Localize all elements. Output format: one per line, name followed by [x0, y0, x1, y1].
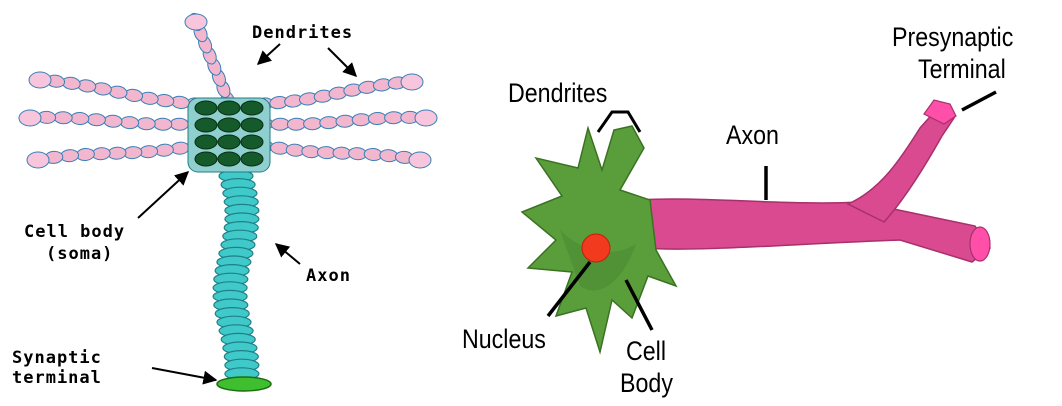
soma-unit	[241, 152, 263, 166]
dendrite-bead	[154, 118, 172, 131]
dendrite-bead	[287, 118, 305, 131]
soma-unit	[195, 135, 217, 149]
dendrite-bead	[71, 112, 89, 125]
left-axon	[213, 170, 259, 380]
left-label-synaptic-2: terminal	[12, 370, 102, 387]
dendrite-tip	[415, 110, 437, 126]
soma-unit	[218, 118, 240, 132]
left-synaptic-terminal	[217, 377, 271, 391]
dendrite-tip	[401, 74, 423, 90]
left-dendrites-arrow-a	[258, 44, 280, 64]
right-label-cell-body-1: Cell	[626, 338, 666, 365]
right-label-cell-body-2: Body	[620, 370, 673, 397]
dendrite-tip	[185, 14, 207, 30]
right-axon-end	[970, 227, 990, 261]
dendrite-tip	[409, 152, 431, 168]
dendrite-bead	[352, 113, 370, 126]
left-label-cell-body-2: (soma)	[46, 246, 113, 263]
right-label-presynaptic-1: Presynaptic	[892, 24, 1013, 51]
right-presynaptic-pointer	[962, 92, 996, 110]
left-label-axon: Axon	[306, 268, 351, 285]
dendrite-bead	[271, 118, 289, 131]
dendrite-bead	[336, 115, 354, 128]
right-label-axon: Axon	[726, 122, 779, 149]
left-label-synaptic-1: Synaptic	[12, 350, 102, 367]
soma-unit	[241, 135, 263, 149]
left-label-cell-body-1: Cell body	[24, 224, 125, 241]
dendrite-bead	[87, 113, 105, 126]
left-cell-body-arrow	[138, 172, 188, 218]
soma-unit	[195, 101, 217, 115]
right-axon-upper-branch	[848, 110, 954, 222]
left-neuron	[19, 11, 437, 391]
soma-unit	[218, 101, 240, 115]
dendrite-tip	[19, 110, 41, 126]
left-synaptic-arrow	[152, 368, 216, 380]
left-axon-arrow	[276, 244, 300, 264]
left-dendrites-arrow-b	[328, 48, 356, 76]
dendrite-bead	[170, 118, 188, 131]
right-label-presynaptic-2: Terminal	[918, 56, 1006, 83]
dendrite-bead	[120, 116, 138, 129]
left-label-dendrites: Dendrites	[252, 25, 353, 42]
dendrite-tip	[29, 72, 51, 88]
dendrite-bead	[54, 111, 72, 124]
right-nucleus	[582, 234, 610, 262]
soma-unit	[218, 135, 240, 149]
right-label-dendrites: Dendrites	[508, 80, 607, 107]
dendrite-bead	[104, 115, 122, 128]
dendrite-bead	[303, 117, 321, 130]
dendrite-bead	[368, 112, 386, 125]
soma-unit	[241, 118, 263, 132]
soma-unit	[241, 101, 263, 115]
soma-unit	[195, 152, 217, 166]
right-axon	[640, 199, 990, 262]
soma-unit	[218, 152, 240, 166]
right-label-nucleus: Nucleus	[462, 326, 546, 353]
left-cell-body	[188, 98, 270, 172]
dendrite-bead	[137, 117, 155, 130]
dendrite-tip	[27, 152, 49, 168]
dendrite-bead	[320, 116, 338, 129]
dendrite-bead	[384, 111, 402, 124]
soma-unit	[195, 118, 217, 132]
